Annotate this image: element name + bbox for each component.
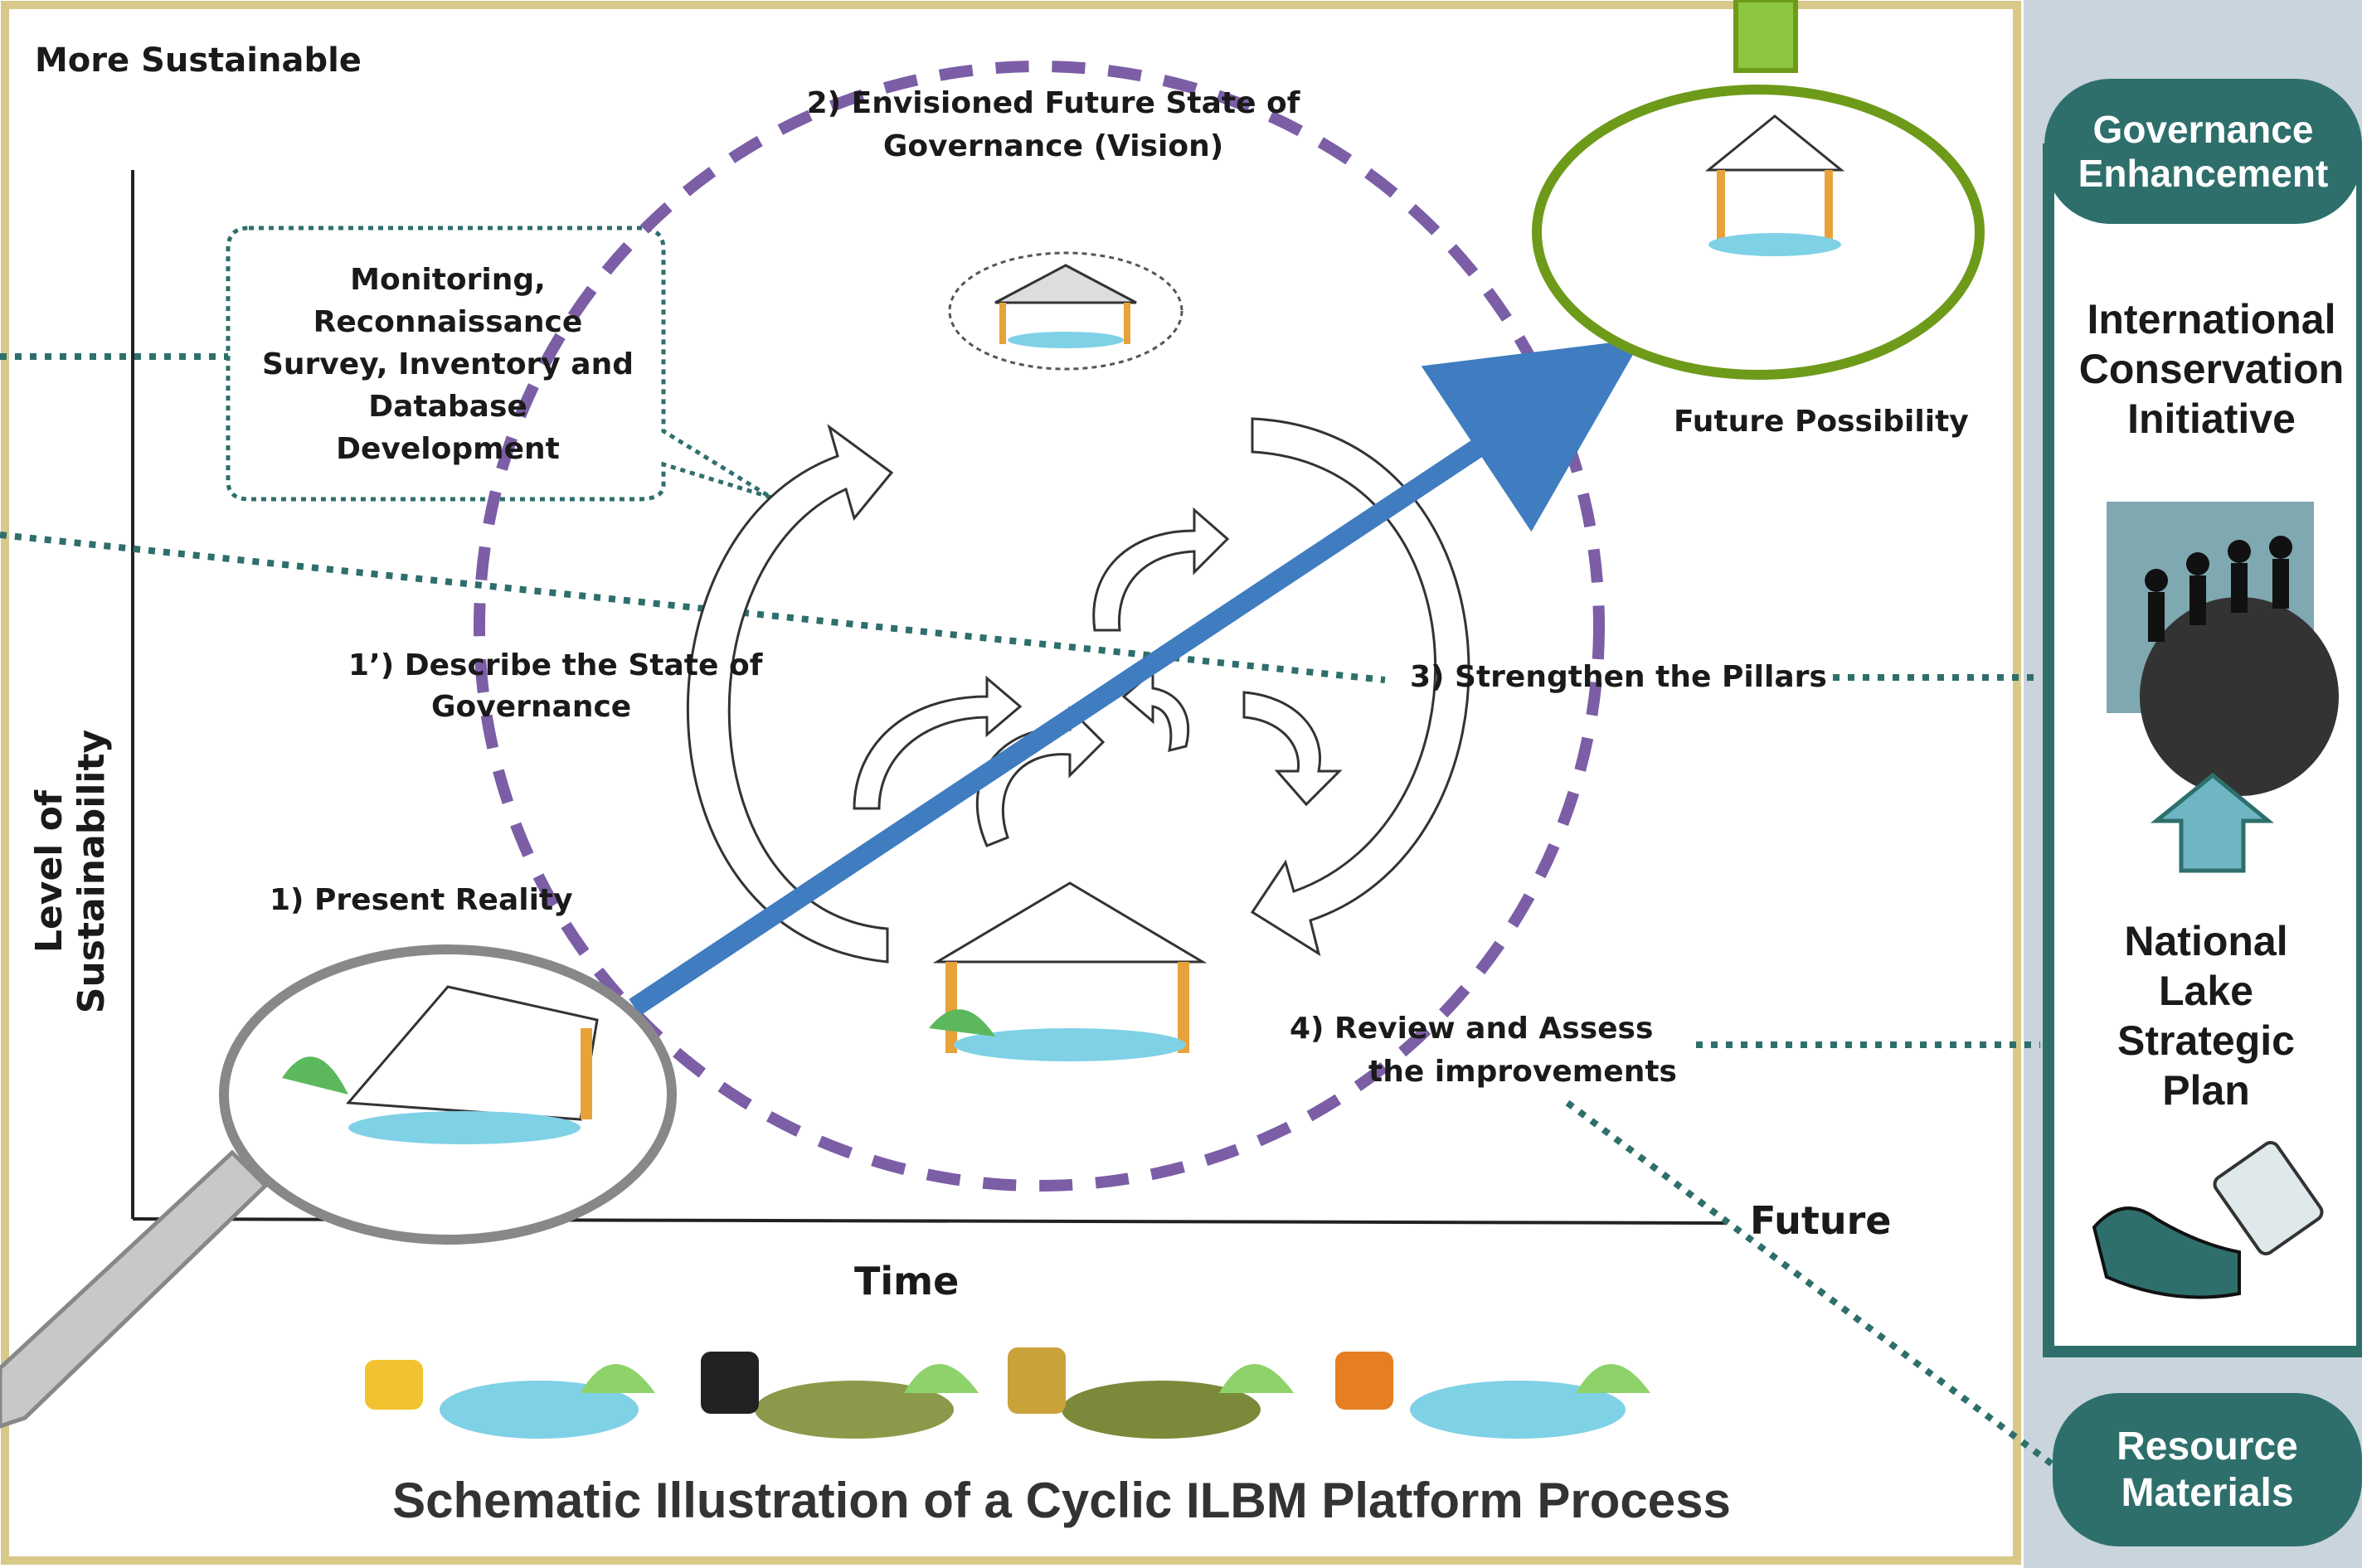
pavilion-illustration-future xyxy=(1704,114,1845,256)
y-axis-label: Level of Sustainability xyxy=(28,729,113,1014)
international-conservation-label: International Conservation Initiative xyxy=(2078,296,2345,442)
progress-arrow xyxy=(629,338,1642,1016)
future-label: Future xyxy=(1750,1198,1892,1243)
up-arrow-icon xyxy=(2150,772,2274,873)
describe-label-line1: 1’) Describe the State of xyxy=(348,648,763,682)
pavilion-illustration-review xyxy=(929,881,1208,1061)
governance-enhancement-pill[interactable]: Governance Enhancement xyxy=(2044,79,2362,224)
future-possibility-label: Future Possibility xyxy=(1674,405,1969,439)
monitoring-label: Monitoring, Reconnaissance Survey, Inven… xyxy=(262,263,634,467)
monitoring-box xyxy=(226,226,773,502)
x-axis-label: Time xyxy=(854,1259,960,1303)
pavilion-illustration-vision xyxy=(948,251,1183,371)
review-label-line2: the improvements xyxy=(1368,1055,1677,1089)
dotted-connectors xyxy=(0,353,2059,1471)
vision-label-line1: 2) Envisioned Future State of xyxy=(806,86,1300,120)
national-strategic-plan-label: National Lake Strategic Plan xyxy=(2117,918,2295,1114)
map-scroll-icon xyxy=(2092,1141,2324,1299)
cycle-circle xyxy=(474,61,1605,1192)
resource-materials-pill[interactable]: Resource Materials xyxy=(2053,1393,2362,1546)
review-label-line1: 4) Review and Assess xyxy=(1290,1012,1654,1046)
green-connector xyxy=(1733,0,1798,73)
vision-label-line2: Governance (Vision) xyxy=(882,129,1224,163)
fishing-cartoon-row xyxy=(365,1347,1650,1439)
future-possibility-oval xyxy=(1532,85,1985,380)
cycle-arrows xyxy=(687,417,1470,964)
more-sustainable-label: More Sustainable xyxy=(35,41,362,80)
magnifier-icon xyxy=(0,1149,269,1429)
diagram-title: Schematic Illustration of a Cyclic ILBM … xyxy=(392,1473,1731,1528)
strengthen-label: 3) Strengthen the Pillars xyxy=(1410,660,1827,694)
people-globe-icon xyxy=(2107,502,2339,796)
present-reality-label: 1) Present Reality xyxy=(270,883,573,917)
present-reality-illustration xyxy=(282,985,599,1144)
describe-label-line2: Governance xyxy=(431,690,632,724)
